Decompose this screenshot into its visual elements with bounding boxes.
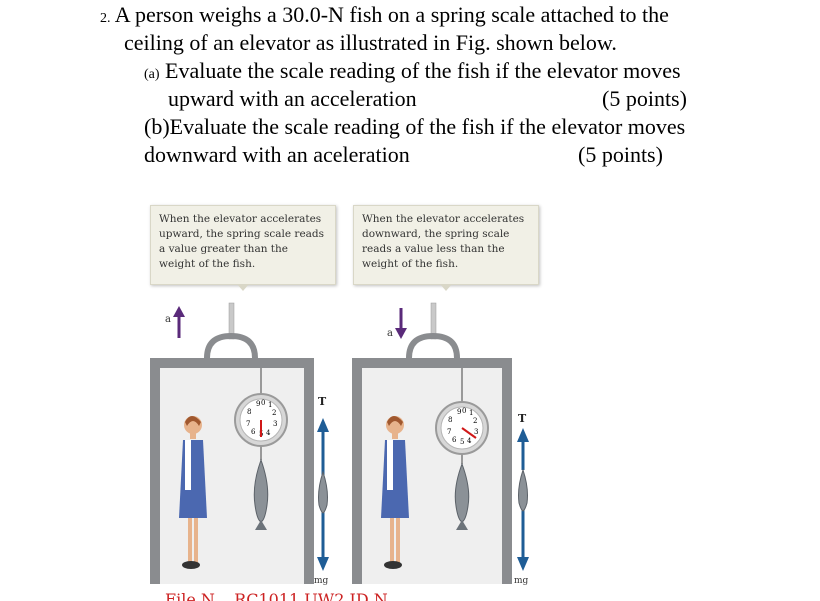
dial-num: 4 <box>266 429 271 437</box>
part-a-label: (a) <box>144 67 160 82</box>
dial-num: 0 <box>462 407 466 415</box>
dial-num: 0 <box>261 399 265 407</box>
part-a-text-1: Evaluate the scale reading of the fish i… <box>159 58 681 83</box>
dial-num: 4 <box>467 437 472 445</box>
question-line-2: ceiling of an elevator as illustrated in… <box>124 30 617 55</box>
dial-num: 3 <box>273 420 277 428</box>
tension-label-right: T <box>518 412 527 425</box>
dial-num: 6 <box>452 436 457 444</box>
part-a-points: (5 points) <box>602 86 687 111</box>
question-text-1: A person weighs a 30.0-N fish on a sprin… <box>114 2 669 27</box>
accel-label-right: a <box>387 328 393 339</box>
force-arrows-left <box>317 418 329 571</box>
dial-num: 8 <box>448 416 452 424</box>
part-b-line-1: (b)Evaluate the scale reading of the fis… <box>144 114 686 139</box>
callout-downward: When the elevator accelerates downward, … <box>353 205 539 291</box>
dial-num: 9 <box>256 400 260 408</box>
part-a-line-1: (a) Evaluate the scale reading of the fi… <box>144 58 681 88</box>
tension-label-left: T <box>318 395 327 408</box>
dial-num: 2 <box>272 409 276 417</box>
dial-num: 9 <box>457 408 461 416</box>
elevator-figure: When the elevator accelerates upward, th… <box>145 200 545 601</box>
figure-caption-fragment: File N... RC1011 UW2 ID N... <box>165 590 402 601</box>
person-right <box>381 416 409 569</box>
dial-num: 7 <box>246 420 250 428</box>
dial-num: 8 <box>247 408 251 416</box>
dial-num: 1 <box>469 409 473 417</box>
elevator-up: a 9 0 1 8 2 7 3 6 5 4 <box>150 302 329 586</box>
person-left <box>179 416 207 569</box>
dial-num: 7 <box>447 428 451 436</box>
dial-needle-right <box>461 427 477 439</box>
accel-label-left: a <box>165 314 171 325</box>
fish-force-diagram-right <box>518 468 528 512</box>
hanger-ring-left <box>204 332 258 359</box>
fish-force-diagram-left <box>318 470 328 514</box>
accel-up-arrow <box>173 306 185 338</box>
hanger-ring-right <box>406 332 460 359</box>
weight-label-left: mg <box>314 576 329 586</box>
elevator-interior-right <box>362 368 502 584</box>
spring-scale-left: 9 0 1 8 2 7 3 6 5 4 <box>234 393 288 447</box>
dial-num: 6 <box>251 428 256 436</box>
part-b-points: (5 points) <box>578 142 663 167</box>
accel-down-arrow <box>395 308 407 339</box>
dial-num: 3 <box>474 428 478 436</box>
part-b-line-2: downward with an aceleration <box>144 142 410 167</box>
callout-upward: When the elevator accelerates upward, th… <box>150 205 336 291</box>
force-arrows-right <box>517 428 529 571</box>
dial-num: 1 <box>268 401 272 409</box>
elevator-illustration: a 9 0 1 8 2 7 3 6 5 4 <box>150 302 529 601</box>
question-number: 2. <box>100 11 111 26</box>
dial-num: 2 <box>473 417 477 425</box>
spring-scale-right: 9 0 1 8 2 7 3 6 5 4 <box>435 401 489 455</box>
question-line-1: 2. A person weighs a 30.0-N fish on a sp… <box>100 2 669 32</box>
elevator-down: a 9 0 1 8 2 7 3 6 5 4 <box>352 302 529 586</box>
part-a-line-2: upward with an acceleration <box>168 86 417 111</box>
weight-label-right: mg <box>514 576 529 586</box>
dial-num: 5 <box>460 438 464 446</box>
